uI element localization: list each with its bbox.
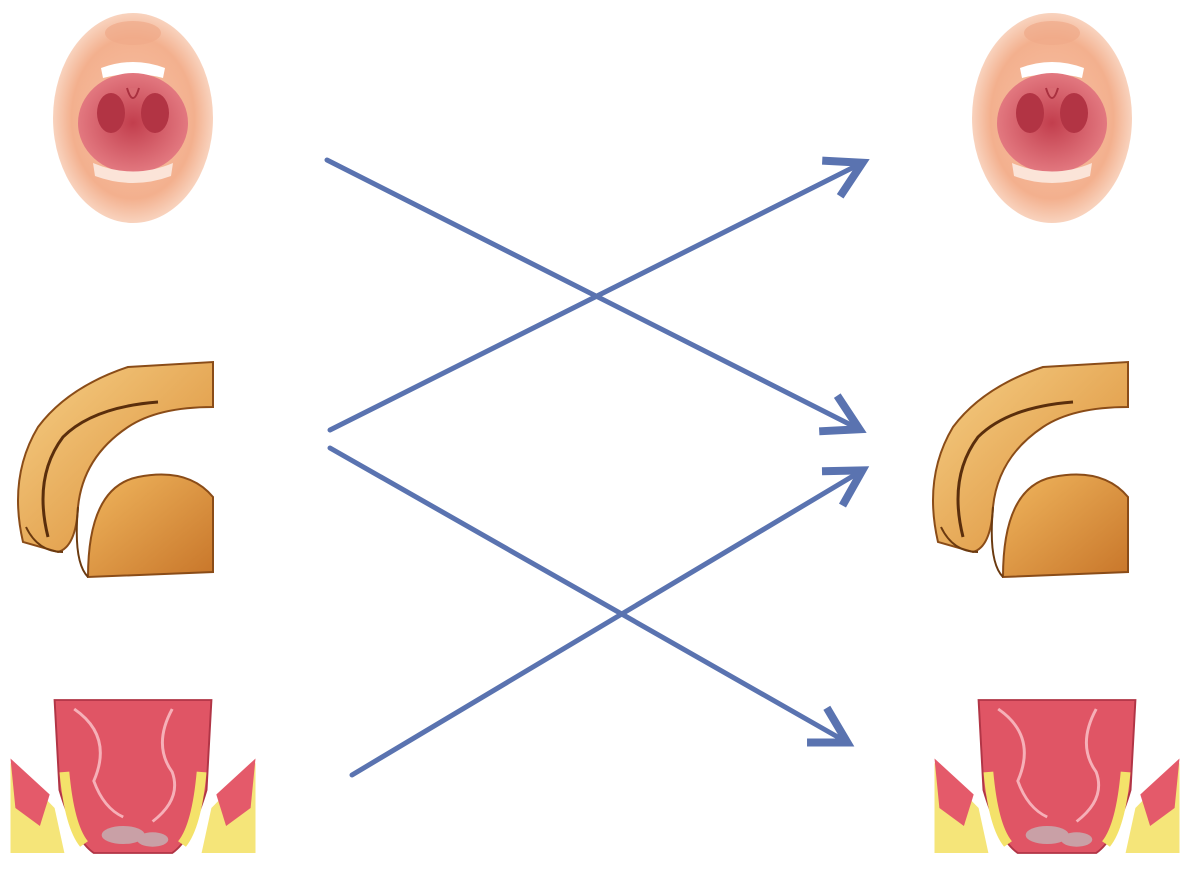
genital-icon-left	[18, 362, 213, 577]
arrow-genital-to-anal	[330, 448, 843, 740]
arrow-oral-to-genital	[327, 160, 855, 427]
anorectal-icon-right	[935, 700, 1180, 853]
arrow-anal-to-genital	[352, 473, 858, 775]
anorectal-icon-left	[10, 700, 255, 853]
mouth-throat-icon-right	[972, 13, 1132, 223]
genital-icon-right	[933, 362, 1128, 577]
mouth-throat-icon-left	[53, 13, 213, 223]
